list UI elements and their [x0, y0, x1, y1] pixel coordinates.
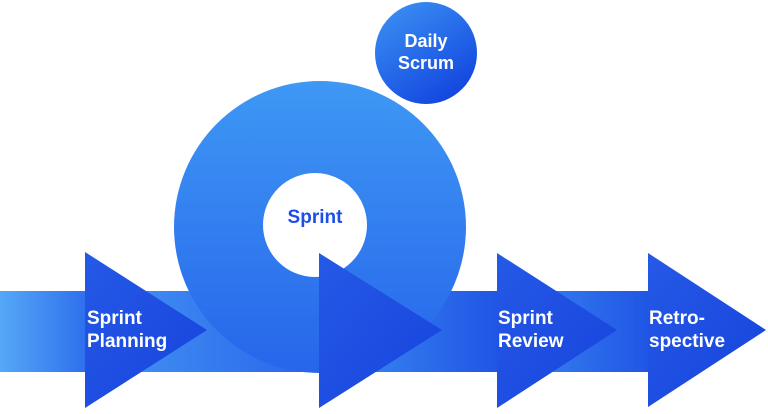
sprint-cycle-arrowhead	[319, 253, 442, 408]
retrospective-arrowhead	[648, 253, 766, 407]
process-band-segment-1	[0, 291, 85, 372]
daily-scrum-circle	[375, 2, 477, 104]
sprint-planning-arrowhead	[85, 252, 207, 408]
sprint-cycle-hole	[263, 173, 367, 277]
sprint-review-arrowhead	[497, 253, 617, 408]
